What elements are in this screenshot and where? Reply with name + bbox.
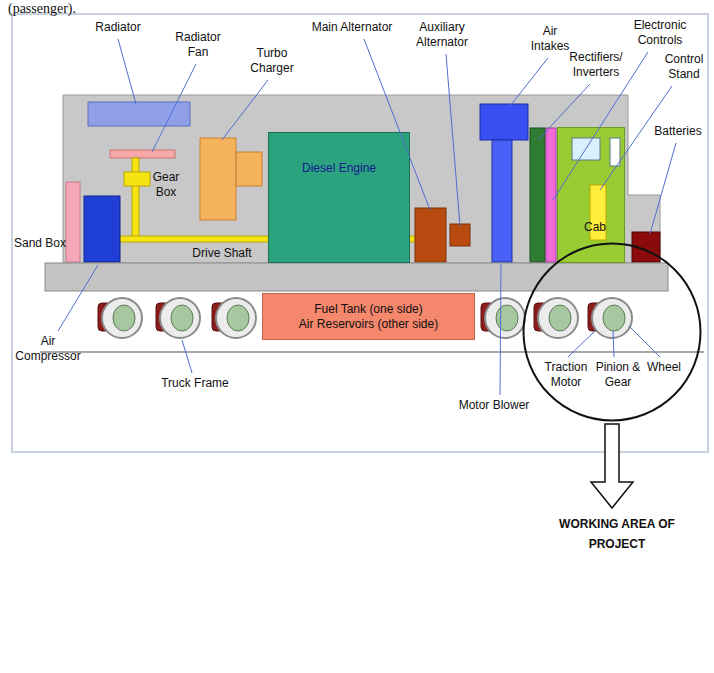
- picture-frame: [12, 14, 708, 452]
- part-label: Auxiliary Alternator: [411, 20, 473, 50]
- node-text: Pinion & Gear: [592, 360, 644, 390]
- part-label: Rectifiers/ Inverters: [566, 50, 626, 80]
- leader-line: [510, 58, 548, 106]
- sand-box: [66, 182, 80, 262]
- leader-line: [613, 331, 614, 357]
- leader-line: [650, 143, 676, 234]
- main-alternator: [415, 208, 446, 262]
- wheel: [485, 298, 525, 338]
- leader-line: [538, 84, 590, 140]
- locomotive-body: [63, 95, 660, 263]
- leader-line: [446, 54, 460, 226]
- motor-blower: [492, 140, 512, 262]
- pinion-gear: [227, 305, 249, 331]
- wheel: [538, 298, 578, 338]
- part-label: Main Alternator: [312, 20, 393, 35]
- node-text: Traction Motor: [540, 360, 592, 390]
- node-text: Air Reservoirs (other side): [299, 317, 438, 332]
- wheel: [102, 298, 142, 338]
- wheel-set: [534, 298, 578, 338]
- auxiliary-alternator: [450, 224, 470, 246]
- leader-line: [118, 39, 136, 104]
- air-intakes: [480, 104, 528, 140]
- node-text: Cab: [566, 220, 624, 235]
- gear-box: [124, 172, 150, 186]
- ellipse-outline: [522, 242, 702, 422]
- wheel-set: [588, 298, 632, 338]
- leader-line: [500, 264, 501, 395]
- pinion-gear: [113, 305, 135, 331]
- part-label: Motor Blower: [459, 398, 530, 413]
- leader-line: [629, 326, 660, 357]
- pinion-gear: [171, 305, 193, 331]
- leader-line: [152, 64, 196, 152]
- part-label: Radiator Fan: [171, 30, 225, 60]
- part-label: Radiator: [95, 20, 140, 35]
- cab-window: [572, 138, 600, 160]
- part-label: Drive Shaft: [192, 246, 251, 261]
- part-label: Batteries: [654, 124, 701, 139]
- part-label: Air Intakes: [527, 24, 573, 54]
- control-stand: [590, 185, 606, 240]
- leader-line: [222, 80, 268, 140]
- engine-box: Diesel Engine: [268, 132, 410, 263]
- leader-line: [568, 332, 594, 357]
- wheel-set: [212, 298, 256, 338]
- turbo-charger: [200, 138, 236, 220]
- part-label: Air Compressor: [15, 334, 81, 364]
- wheel-set: [98, 298, 142, 338]
- air-compressor: [84, 196, 120, 262]
- leader-line: [58, 265, 98, 331]
- pinion-gear: [603, 305, 625, 331]
- pinion-gear: [549, 305, 571, 331]
- node-text: Wheel: [647, 360, 681, 375]
- radiator: [88, 102, 190, 126]
- wheel-set: [481, 298, 525, 338]
- radiator-fan: [110, 150, 175, 158]
- working-area-ellipse: Traction MotorPinion & GearWheel: [522, 242, 702, 422]
- fuel-tank-box: Fuel Tank (one side)Air Reservoirs (othe…: [262, 293, 475, 340]
- wheel: [216, 298, 256, 338]
- electronic-controls: [546, 128, 556, 262]
- node-text: Fuel Tank (one side): [314, 302, 423, 317]
- part-label: Truck Frame: [161, 376, 229, 391]
- node-text: Diesel Engine: [273, 161, 405, 176]
- callout-text: WORKING AREA OF PROJECT: [547, 514, 687, 554]
- part-label: (passenger).: [8, 0, 76, 17]
- part-label: Sand Box: [14, 236, 66, 251]
- leader-line: [182, 340, 192, 373]
- part-label: Gear Box: [149, 170, 183, 200]
- part-label: Control Stand: [660, 52, 708, 82]
- part-label: Turbo Charger: [247, 46, 297, 76]
- turbo-charger: [236, 152, 262, 186]
- pointer-arrow: [591, 424, 633, 508]
- pinion-gear: [496, 305, 518, 331]
- rail: [40, 351, 704, 353]
- underframe: [45, 263, 668, 291]
- wheel: [592, 298, 632, 338]
- wheel-set: [156, 298, 200, 338]
- wheel: [160, 298, 200, 338]
- rectifiers: [530, 128, 545, 262]
- cab-window: [610, 138, 620, 166]
- leader-line: [364, 39, 430, 210]
- part-label: Electronic Controls: [629, 18, 691, 48]
- ellipse-outline: [524, 244, 701, 421]
- fan-shaft: [132, 158, 139, 240]
